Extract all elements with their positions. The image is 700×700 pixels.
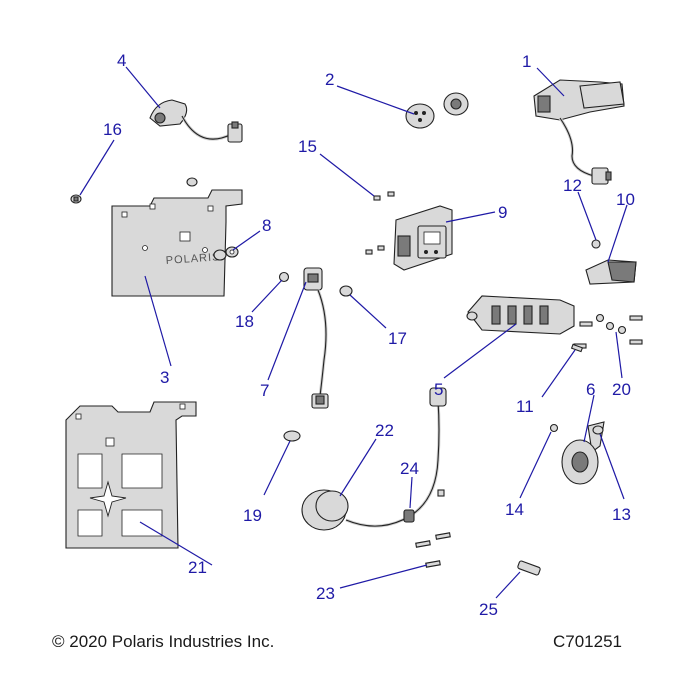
- callout-6: 6: [586, 380, 595, 399]
- part-13-drawing: [592, 425, 604, 435]
- callout-24: 24: [400, 459, 419, 478]
- callout-12: 12: [563, 176, 582, 195]
- callout-18: 18: [235, 312, 254, 331]
- part-9-drawing: [365, 205, 453, 271]
- part-14-drawing: [549, 423, 559, 433]
- callout-19: 19: [243, 506, 262, 525]
- part-11-drawing: [570, 343, 584, 353]
- callout-20: 20: [612, 380, 631, 399]
- copyright-text: © 2020 Polaris Industries Inc.: [52, 632, 275, 651]
- callout-14: 14: [505, 500, 524, 519]
- part-12-drawing: [591, 239, 601, 249]
- callout-2: 2: [325, 70, 334, 89]
- part-16-drawing: [70, 194, 82, 204]
- part-1-drawing: [533, 79, 625, 185]
- callout-1: 1: [522, 52, 531, 71]
- part-2-drawing: [405, 92, 469, 129]
- callout-3: 3: [160, 368, 169, 387]
- callout-labels: 1 2 3 4 5 6 7 8 9 10 11 12 13 14 15 16 1…: [103, 51, 635, 619]
- leader-lines: [79, 66, 628, 599]
- part-17-drawing: [339, 285, 353, 297]
- part-25-drawing: [517, 560, 541, 576]
- callout-8: 8: [262, 216, 271, 235]
- callout-21: 21: [188, 558, 207, 577]
- drawing-number: C701251: [553, 632, 623, 651]
- callout-17: 17: [388, 329, 407, 348]
- part-19-drawing: [283, 430, 301, 442]
- callout-23: 23: [316, 584, 335, 603]
- part-23-drawing: [425, 560, 441, 568]
- bracket-screw: [186, 177, 198, 187]
- callout-4: 4: [117, 51, 126, 70]
- callout-7: 7: [260, 381, 269, 400]
- part-15-drawing: [373, 191, 395, 201]
- switch-screws: [573, 313, 643, 349]
- part-24-drawing: [403, 509, 415, 523]
- callout-15: 15: [298, 137, 317, 156]
- callout-22: 22: [375, 421, 394, 440]
- part-5-drawing: [466, 295, 575, 335]
- part-7-drawing: [303, 267, 329, 409]
- part-4-drawing: [149, 99, 243, 143]
- part-21-drawing: [65, 401, 197, 549]
- horn-screws: [415, 489, 451, 548]
- callout-11: 11: [516, 397, 534, 416]
- callout-10: 10: [616, 190, 635, 209]
- plate-logo-text: POLARIS: [165, 251, 220, 267]
- callout-9: 9: [498, 203, 507, 222]
- part-10-drawing: [585, 259, 637, 285]
- callout-25: 25: [479, 600, 498, 619]
- callout-16: 16: [103, 120, 122, 139]
- part-6-drawing: [561, 421, 605, 485]
- part-22-drawing: [301, 387, 447, 531]
- callout-5: 5: [434, 380, 443, 399]
- callout-13: 13: [612, 505, 631, 524]
- part-8-drawing: [213, 246, 239, 261]
- part-18-drawing: [278, 271, 290, 283]
- part-3-drawing: POLARIS: [111, 189, 243, 297]
